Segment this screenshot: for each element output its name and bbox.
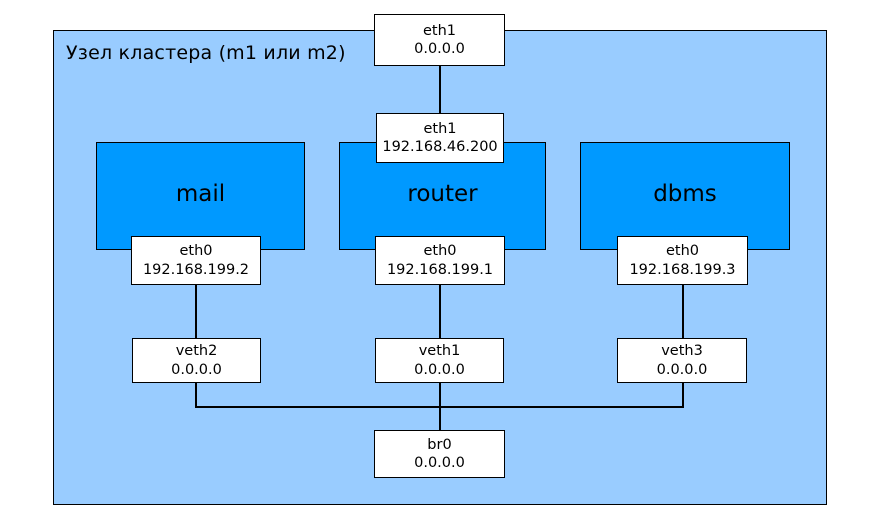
interface-br0-bridge[interactable]: br0 0.0.0.0 (374, 430, 505, 478)
interface-veth3-name: veth3 (661, 343, 703, 360)
interface-veth2-name: veth2 (175, 343, 218, 360)
interface-br0-name: br0 (427, 436, 452, 453)
interface-br0-address: 0.0.0.0 (414, 455, 465, 471)
interface-dbms-eth0[interactable]: eth0 192.168.199.3 (617, 236, 748, 285)
interface-mail-eth0-address: 192.168.199.2 (142, 261, 250, 278)
interface-veth3-address: 0.0.0.0 (656, 361, 708, 378)
link-router-eth0-to-veth1 (439, 285, 441, 338)
interface-mail-eth0[interactable]: eth0 192.168.199.2 (131, 236, 261, 285)
interface-veth1-name: veth1 (418, 343, 461, 360)
link-veth3-to-bridge-bus (682, 383, 684, 408)
interface-eth1-uplink[interactable]: eth1 0.0.0.0 (374, 14, 505, 66)
link-veth1-to-bridge (439, 383, 441, 431)
interface-veth3[interactable]: veth3 0.0.0.0 (617, 338, 747, 383)
container-mail[interactable]: mail (96, 142, 305, 250)
interface-dbms-eth0-address: 192.168.199.3 (629, 261, 736, 278)
interface-veth2-address: 0.0.0.0 (171, 361, 222, 378)
interface-router-eth1-address: 192.168.46.200 (382, 139, 498, 155)
interface-router-eth0-name: eth0 (423, 243, 457, 260)
link-eth1-uplink-to-router-eth1 (439, 66, 441, 114)
link-mail-eth0-to-veth2 (195, 285, 197, 338)
interface-mail-eth0-name: eth0 (179, 243, 213, 260)
interface-dbms-eth0-name: eth0 (665, 243, 700, 260)
interface-router-eth0[interactable]: eth0 192.168.199.1 (375, 236, 505, 285)
interface-eth1-uplink-name: eth1 (422, 22, 457, 39)
interface-router-eth1[interactable]: eth1 192.168.46.200 (376, 113, 504, 163)
interface-veth1[interactable]: veth1 0.0.0.0 (375, 338, 504, 383)
interface-eth1-uplink-address: 0.0.0.0 (414, 41, 465, 57)
interface-veth1-address: 0.0.0.0 (414, 361, 465, 378)
interface-veth2[interactable]: veth2 0.0.0.0 (132, 338, 261, 383)
interface-router-eth1-name: eth1 (423, 120, 457, 137)
container-mail-label: mail (175, 181, 226, 207)
cluster-node-title: Узел кластера (m1 или m2) (66, 42, 346, 64)
link-dbms-eth0-to-veth3 (682, 285, 684, 338)
container-dbms[interactable]: dbms (580, 142, 790, 250)
interface-router-eth0-address: 192.168.199.1 (386, 261, 494, 278)
link-veth2-to-bridge-bus (195, 383, 197, 408)
container-dbms-label: dbms (653, 181, 717, 207)
container-router-label: router (407, 181, 478, 207)
